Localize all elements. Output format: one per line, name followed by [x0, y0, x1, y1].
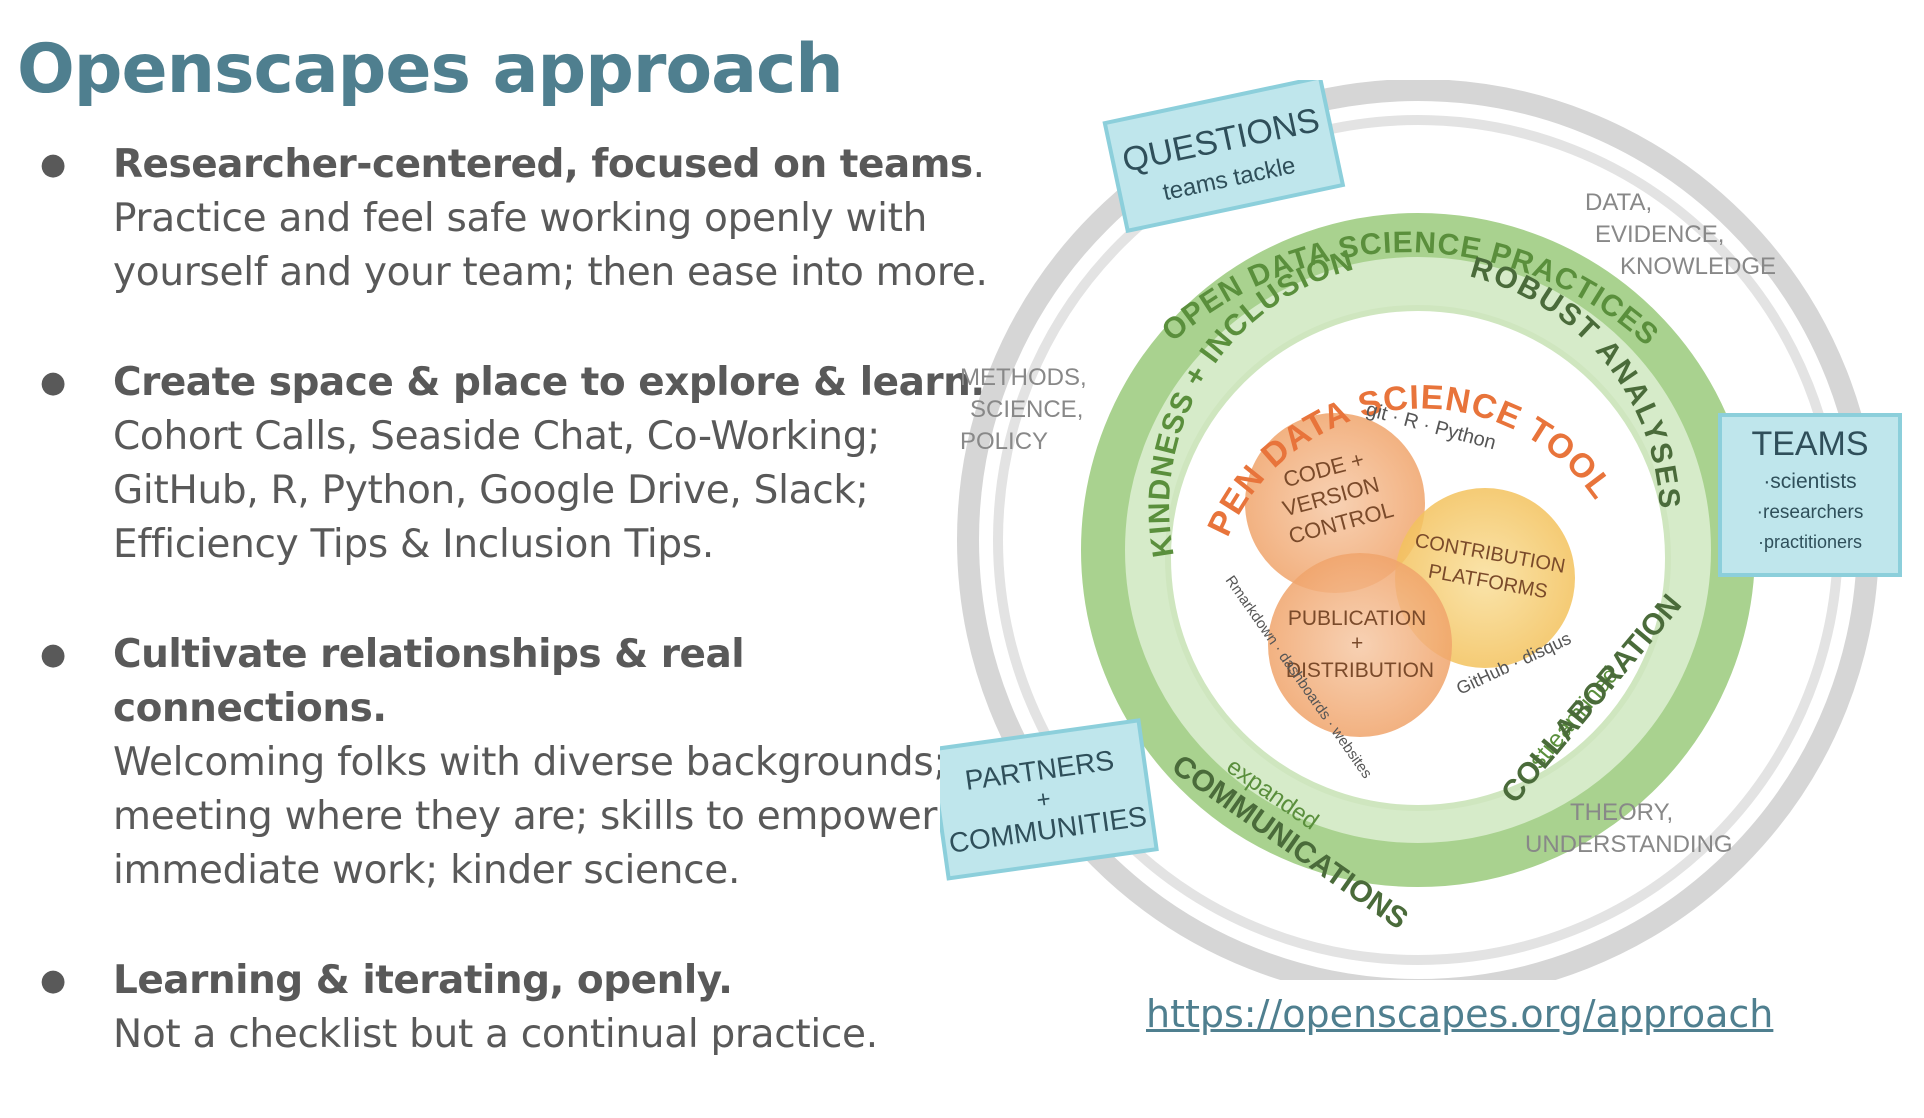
questions-box: QUESTIONS teams tackle — [1102, 80, 1346, 234]
bullet-heading: Learning & iterating, openly. — [113, 958, 733, 1003]
approach-diagram: OPEN DATA SCIENCE PRACTICES OPEN DATA SC… — [940, 80, 1902, 980]
teams-scientists: ·scientists — [1763, 470, 1856, 493]
code-circle — [1245, 413, 1425, 593]
bullet-line: yourself and your team; then ease into m… — [113, 250, 988, 295]
bullet-dot-icon: ● — [40, 963, 67, 998]
publication-circle — [1268, 553, 1452, 737]
data-evidence-label: DATA, EVIDENCE, KNOWLEDGE — [1585, 189, 1776, 280]
bullet-heading-suffix: . — [972, 142, 985, 187]
teams-box: TEAMS ·scientists ·researchers ·practiti… — [1718, 413, 1902, 577]
bullet-line: Practice and feel safe working openly wi… — [113, 196, 928, 241]
publication-label: PUBLICATION + DISTRIBUTION — [1286, 607, 1434, 682]
partners-box: PARTNERS + COMMUNITIES — [940, 718, 1159, 881]
teams-researchers: ·researchers — [1757, 502, 1864, 523]
partners-plus: + — [1035, 786, 1053, 815]
bullet-heading: Create space & place to explore & learn. — [113, 360, 985, 405]
approach-link[interactable]: https://openscapes.org/approach — [1146, 992, 1774, 1036]
bullet-line: meeting where they are; skills to empowe… — [113, 794, 938, 839]
bullet-line: Welcoming folks with diverse backgrounds… — [113, 740, 947, 785]
bullet-heading: Researcher-centered, focused on teams — [113, 142, 973, 187]
bullet-line: GitHub, R, Python, Google Drive, Slack; — [113, 468, 869, 513]
bullet-line: immediate work; kinder science. — [113, 848, 741, 893]
bullet-dot-icon: ● — [40, 147, 67, 182]
bullet-dot-icon: ● — [40, 365, 67, 400]
teams-practitioners: ·practitioners — [1758, 532, 1862, 552]
bullet-item: ● Create space & place to explore & lear… — [30, 356, 1020, 572]
methods-label: METHODS, SCIENCE, POLICY — [960, 364, 1093, 455]
bullet-line: Cohort Calls, Seaside Chat, Co-Working; — [113, 414, 881, 459]
theory-label: THEORY, UNDERSTANDING — [1525, 799, 1733, 858]
bullet-item: ● Cultivate relationships & real connect… — [30, 628, 1020, 898]
code-label: CODE + VERSION CONTROL — [1271, 443, 1396, 549]
teams-label: TEAMS — [1751, 425, 1868, 463]
bullet-dot-icon: ● — [40, 637, 67, 672]
page-title: Openscapes approach — [17, 30, 844, 109]
bullet-list: ● Researcher-centered, focused on teams.… — [30, 138, 1020, 1118]
bullet-item: ● Learning & iterating, openly. Not a ch… — [30, 954, 1020, 1062]
bullet-item: ● Researcher-centered, focused on teams.… — [30, 138, 1020, 300]
bullet-line: Efficiency Tips & Inclusion Tips. — [113, 522, 714, 567]
bullet-heading: Cultivate relationships & real connectio… — [113, 632, 745, 731]
bullet-line: Not a checklist but a continual practice… — [113, 1012, 878, 1057]
